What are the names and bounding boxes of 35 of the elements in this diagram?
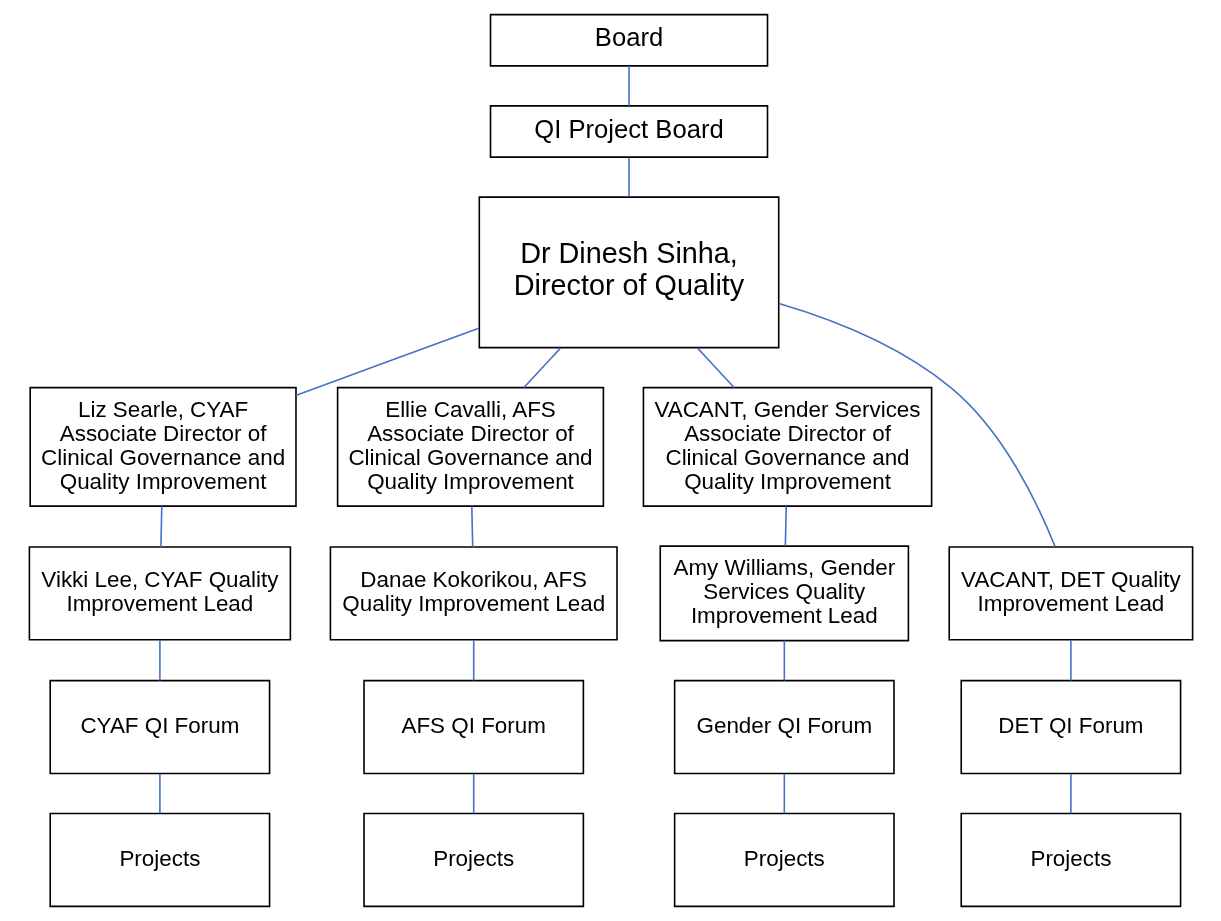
node-box: Projects — [362, 812, 584, 908]
connector — [777, 302, 1056, 548]
connector — [158, 639, 161, 682]
node-box: Liz Searle, CYAF Associate Director of Clinical Governance and Quality Improvement — [28, 386, 297, 507]
connector — [1069, 639, 1072, 682]
connector — [472, 773, 474, 815]
connector — [627, 156, 630, 198]
node-box: VACANT, DET Quality Improvement Lead — [947, 546, 1193, 641]
connector — [472, 639, 474, 682]
connector — [158, 773, 161, 815]
node-box: AFS QI Forum — [362, 679, 584, 775]
node-box: Amy Williams, Gender Services Quality Improvement Lead — [658, 545, 909, 642]
connector — [783, 639, 785, 682]
connector — [522, 347, 561, 389]
node-box: VACANT, Gender Services Associate Director of Clinical Governance and Quality Improvement — [642, 386, 932, 507]
connector — [783, 773, 785, 815]
connector — [696, 347, 735, 389]
node-box: Gender QI Forum — [673, 679, 895, 775]
node-box: QI Project Board — [489, 105, 768, 158]
connector — [1069, 773, 1072, 815]
node-box: Vikki Lee, CYAF Quality Improvement Lead — [28, 546, 291, 641]
node-box: CYAF QI Forum — [48, 679, 270, 775]
connector — [159, 505, 163, 548]
node-box: Projects — [48, 812, 270, 908]
node-box: Projects — [673, 812, 895, 908]
node-box: DET QI Forum — [959, 679, 1181, 775]
node-box: Projects — [959, 812, 1181, 908]
node-box: Danae Kokorikou, AFS Quality Improvement Lead — [329, 546, 618, 641]
node-box: Ellie Cavalli, AFS Associate Director of Clinical Governance and Quality Improvement — [336, 386, 604, 507]
node-box: Dr Dinesh Sinha, Director of Quality — [478, 196, 779, 349]
connector — [295, 327, 480, 397]
node-box: Board — [489, 13, 768, 67]
connector — [784, 505, 787, 547]
connector — [470, 505, 473, 548]
connector — [627, 65, 630, 107]
